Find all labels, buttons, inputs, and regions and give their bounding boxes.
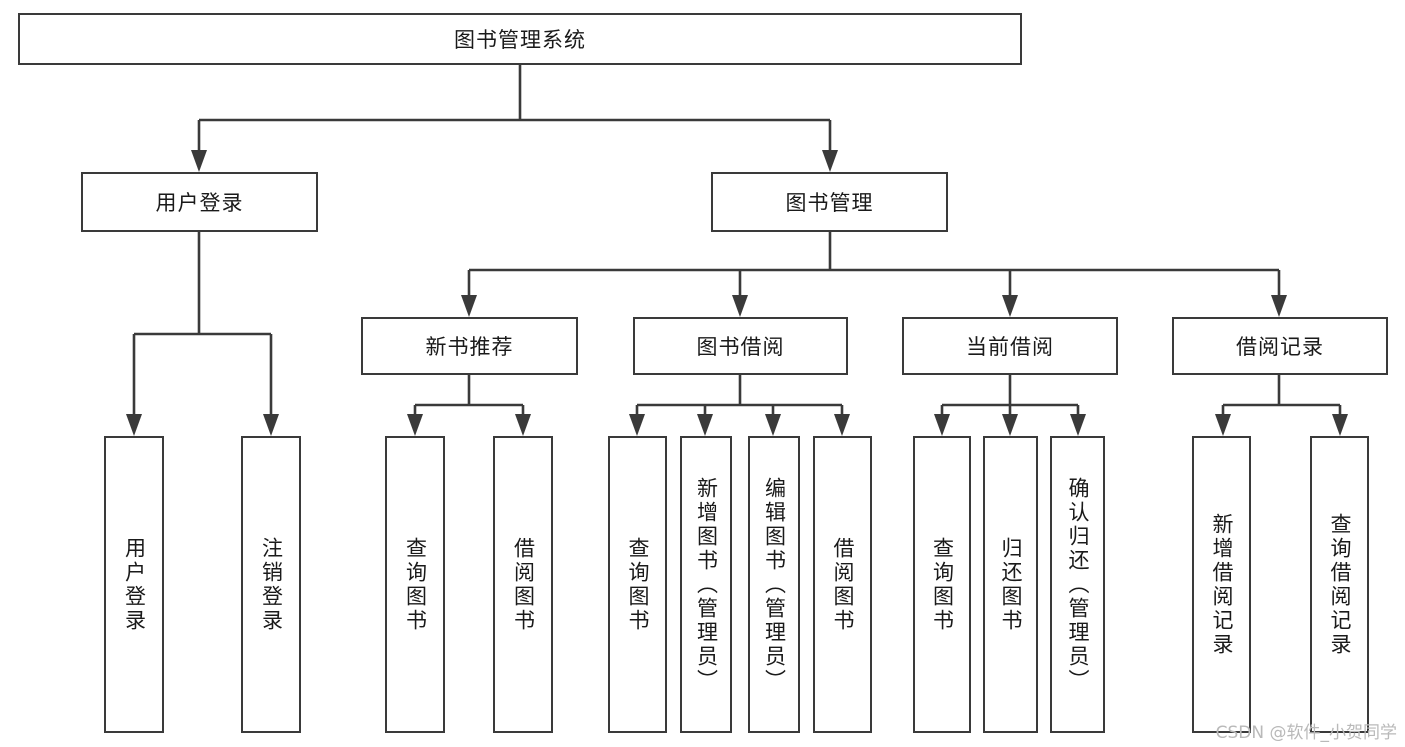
node-leaf-borrow-query-book[interactable]: 查询图书	[608, 436, 667, 733]
node-leaf-rec-borrow-book-label: 借阅图书	[511, 536, 536, 633]
node-leaf-borrow-book[interactable]: 借阅图书	[813, 436, 872, 733]
node-leaf-return-book[interactable]: 归还图书	[983, 436, 1038, 733]
node-leaf-return-book-label: 归还图书	[999, 536, 1023, 633]
node-borrow-record[interactable]: 借阅记录	[1172, 317, 1388, 375]
node-leaf-user-login[interactable]: 用户登录	[104, 436, 164, 733]
node-leaf-user-login-label: 用户登录	[122, 536, 147, 633]
node-leaf-add-book-admin[interactable]: 新增图书（管理员）	[680, 436, 732, 733]
node-leaf-edit-book-admin-label: 编辑图书（管理员）	[762, 476, 787, 693]
node-leaf-confirm-return-admin[interactable]: 确认归还（管理员）	[1050, 436, 1105, 733]
node-leaf-current-query-book[interactable]: 查询图书	[913, 436, 971, 733]
node-borrow-record-label: 借阅记录	[1236, 335, 1324, 359]
node-leaf-logout[interactable]: 注销登录	[241, 436, 301, 733]
node-leaf-rec-query-book[interactable]: 查询图书	[385, 436, 445, 733]
node-leaf-current-query-book-label: 查询图书	[930, 536, 955, 633]
node-root-label: 图书管理系统	[454, 28, 586, 52]
node-leaf-add-borrow-record-label: 新增借阅记录	[1210, 512, 1234, 657]
node-leaf-borrow-book-label: 借阅图书	[831, 536, 855, 633]
node-current-borrow[interactable]: 当前借阅	[902, 317, 1118, 375]
node-leaf-add-borrow-record[interactable]: 新增借阅记录	[1192, 436, 1251, 733]
node-leaf-query-borrow-record-label: 查询借阅记录	[1328, 512, 1352, 657]
node-book-borrow-label: 图书借阅	[696, 335, 785, 359]
node-leaf-rec-borrow-book[interactable]: 借阅图书	[493, 436, 553, 733]
node-leaf-logout-label: 注销登录	[259, 536, 284, 633]
node-leaf-confirm-return-admin-label: 确认归还（管理员）	[1066, 476, 1090, 693]
node-current-borrow-label: 当前借阅	[966, 335, 1054, 359]
node-root[interactable]: 图书管理系统	[18, 13, 1022, 65]
node-book-management[interactable]: 图书管理	[711, 172, 948, 232]
node-book-borrow[interactable]: 图书借阅	[633, 317, 848, 375]
node-leaf-rec-query-book-label: 查询图书	[403, 536, 428, 633]
node-leaf-query-borrow-record[interactable]: 查询借阅记录	[1310, 436, 1369, 733]
node-book-management-label: 图书管理	[785, 191, 874, 215]
node-leaf-add-book-admin-label: 新增图书（管理员）	[694, 476, 719, 693]
node-leaf-borrow-query-book-label: 查询图书	[626, 536, 650, 633]
node-user-login[interactable]: 用户登录	[81, 172, 318, 232]
csdn-watermark: CSDN @软件_小贺同学	[1215, 723, 1397, 743]
node-new-book-recommend[interactable]: 新书推荐	[361, 317, 578, 375]
node-new-book-recommend-label: 新书推荐	[425, 335, 514, 359]
node-leaf-edit-book-admin[interactable]: 编辑图书（管理员）	[748, 436, 800, 733]
node-user-login-label: 用户登录	[155, 191, 244, 215]
